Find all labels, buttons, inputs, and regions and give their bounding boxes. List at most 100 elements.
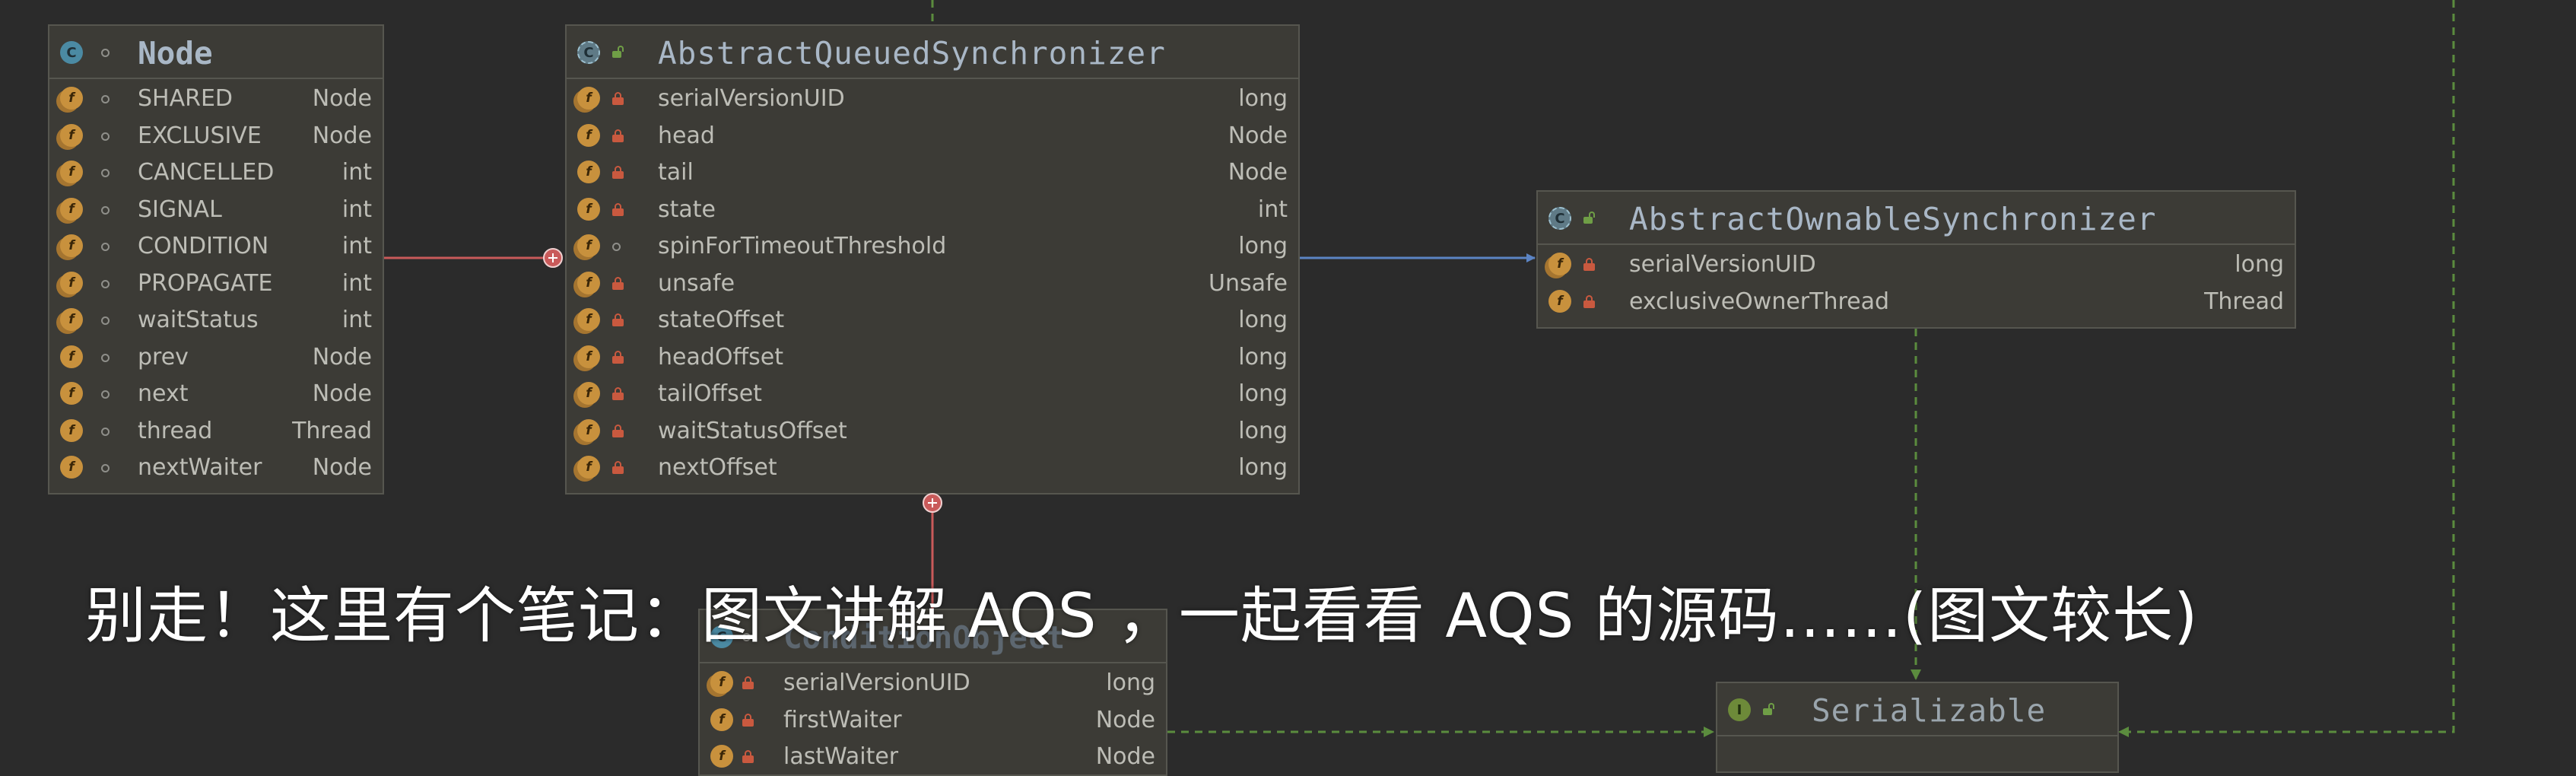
field-type: Node	[1095, 706, 1155, 733]
private-lock-icon	[612, 350, 624, 364]
field-icon: f	[577, 308, 600, 331]
field-name: head	[658, 122, 715, 149]
private-lock-icon	[1583, 294, 1595, 308]
field-type: int	[1257, 196, 1288, 223]
field-icon: f	[60, 456, 83, 479]
field-type: long	[1238, 307, 1288, 333]
interface-serializable[interactable]: I Serializable	[1716, 682, 2119, 773]
class-header: I Serializable	[1717, 683, 2117, 736]
private-lock-icon	[612, 387, 624, 400]
field-row[interactable]: f firstWaiter Node	[700, 702, 1166, 739]
field-icon: f	[577, 271, 600, 294]
field-type: long	[1238, 380, 1288, 407]
field-icon: f	[60, 161, 83, 183]
field-type: Thread	[292, 417, 372, 444]
field-name: waitStatusOffset	[658, 417, 847, 444]
package-visibility-icon	[101, 49, 110, 57]
field-type: Node	[312, 454, 372, 481]
field-name: PROPAGATE	[138, 269, 273, 297]
field-row[interactable]: f nextWaiter Node	[49, 450, 383, 486]
field-icon: f	[60, 271, 83, 294]
field-type: Node	[312, 85, 372, 112]
field-name: nextWaiter	[138, 454, 262, 481]
class-icon: C	[710, 625, 733, 648]
field-name: headOffset	[658, 343, 784, 371]
field-name: firstWaiter	[783, 706, 902, 733]
private-lock-icon	[612, 202, 624, 216]
field-type: long	[1238, 343, 1288, 371]
field-icon: f	[60, 345, 83, 368]
field-icon: f	[577, 418, 600, 442]
field-icon: f	[60, 418, 83, 442]
field-type: Thread	[2204, 288, 2284, 315]
class-name: ConditionObject	[783, 619, 1066, 656]
private-lock-icon	[612, 424, 624, 437]
field-icon: f	[577, 161, 600, 183]
field-icon: f	[710, 708, 733, 731]
field-type: long	[1238, 85, 1288, 112]
field-type: int	[341, 196, 372, 223]
field-row[interactable]: f thread Thread	[49, 413, 383, 450]
field-row[interactable]: f waitStatusOffset long	[567, 413, 1298, 450]
field-name: spinForTimeoutThreshold	[658, 233, 947, 259]
public-visibility-icon	[1583, 211, 1596, 224]
field-icon: f	[577, 456, 600, 479]
package-visibility-icon	[742, 633, 751, 641]
private-lock-icon	[742, 676, 754, 689]
private-lock-icon	[742, 713, 754, 727]
private-lock-icon	[612, 92, 624, 105]
field-type: long	[1106, 669, 1155, 696]
field-name: state	[658, 196, 716, 223]
package-visibility-icon	[101, 205, 110, 215]
field-type: long	[1238, 454, 1288, 481]
package-visibility-icon	[101, 353, 110, 362]
field-type: Node	[1095, 743, 1155, 770]
field-icon: f	[60, 234, 83, 257]
class-header: C AbstractOwnableSynchronizer	[1538, 192, 2295, 245]
field-icon: f	[1548, 289, 1571, 313]
field-type: Node	[1228, 159, 1288, 186]
field-type: long	[1238, 417, 1288, 444]
field-name: EXCLUSIVE	[138, 122, 262, 149]
field-name: thread	[138, 417, 213, 444]
package-visibility-icon	[101, 132, 110, 141]
class-header: C AbstractQueuedSynchronizer	[567, 26, 1298, 79]
package-visibility-icon	[101, 169, 110, 177]
field-name: prev	[138, 343, 189, 371]
field-name: next	[138, 380, 189, 407]
field-type: long	[1238, 233, 1288, 259]
field-icon: f	[710, 745, 733, 768]
class-name: AbstractQueuedSynchronizer	[658, 35, 1166, 72]
field-icon: f	[60, 87, 83, 110]
field-row[interactable]: f spinForTimeoutThreshold long	[567, 228, 1298, 265]
field-icon: f	[577, 123, 600, 147]
field-icon: f	[577, 234, 600, 257]
